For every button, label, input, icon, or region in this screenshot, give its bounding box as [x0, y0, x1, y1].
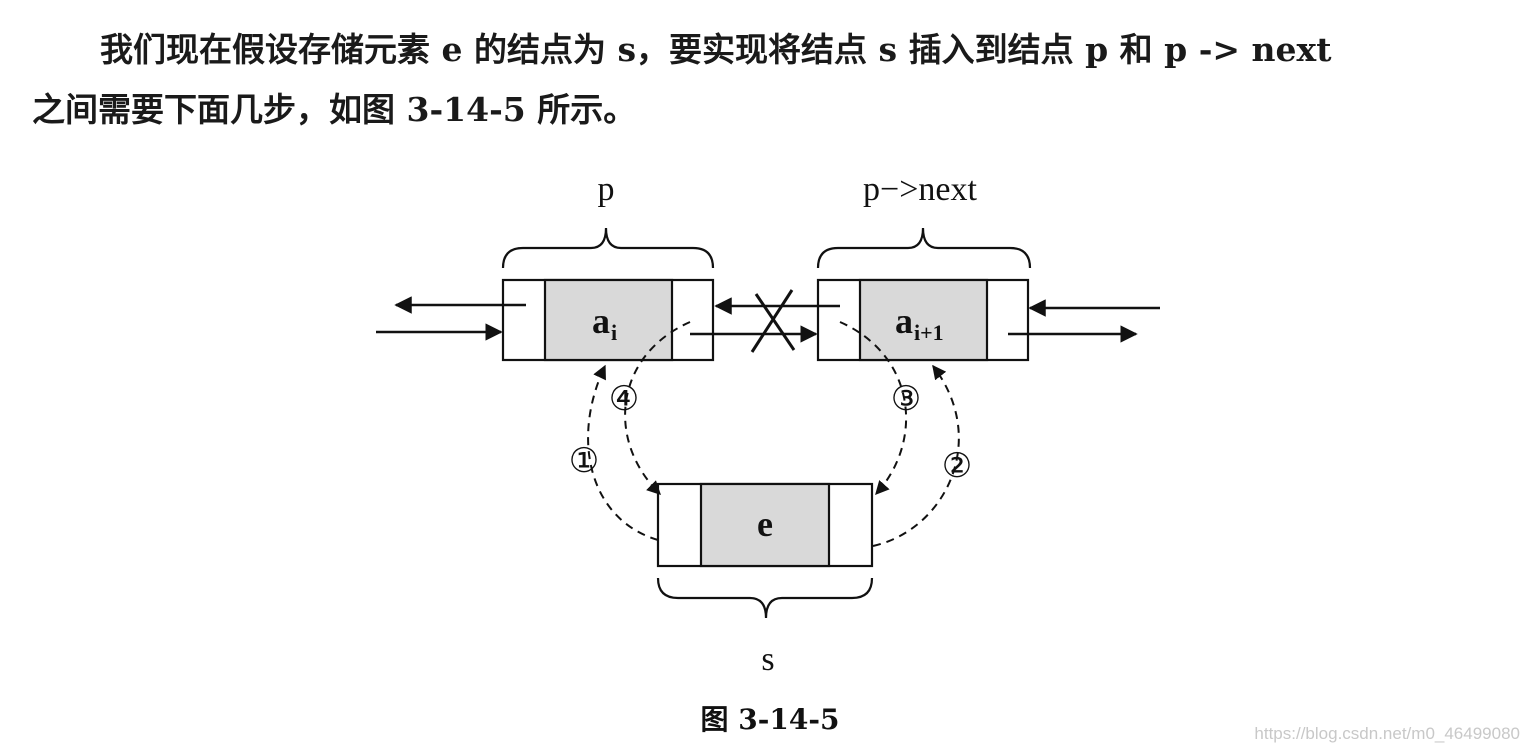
node-e-label: e [757, 504, 773, 544]
node-ai-base: a [592, 301, 610, 341]
cross-mark [750, 289, 796, 353]
node-ai1-base: a [895, 301, 913, 341]
node-ai-sub: i [611, 320, 617, 345]
step-4-label: ④ [609, 381, 639, 418]
step-2-label: ② [942, 448, 972, 485]
label-p-next: p−>next [863, 171, 977, 208]
node-ai1-sub: i+1 [914, 320, 944, 345]
paragraph-line-2: 之间需要下面几步，如图 3-14-5 所示。 [32, 90, 637, 129]
brace-p-next [816, 227, 1032, 269]
step-3-label: ③ [891, 381, 921, 418]
node-ai: a i [501, 278, 715, 362]
brace-s [656, 577, 874, 619]
dashed-step-4 [624, 321, 691, 495]
brace-p [501, 227, 715, 269]
watermark: https://blog.csdn.net/m0_46499080 [1254, 724, 1520, 743]
step-1-label: ① [569, 443, 599, 480]
figure-caption: 图 3-14-5 [700, 703, 840, 736]
paragraph-line-1: 我们现在假设存储元素 e 的结点为 s，要实现将结点 s 插入到结点 p 和 p… [100, 30, 1332, 69]
dashed-step-3 [839, 321, 907, 496]
label-p: p [598, 171, 615, 208]
node-e: e [656, 482, 874, 568]
node-ai1: a i+1 [816, 278, 1030, 362]
label-s: s [761, 641, 774, 678]
